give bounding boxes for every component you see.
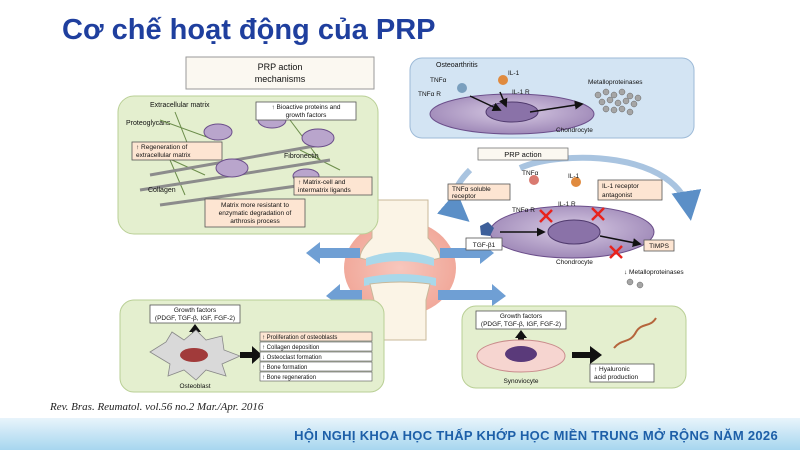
ecm-proteoglycans: Proteoglycans <box>126 120 171 127</box>
prp-il1-r: IL-1 R <box>558 201 576 208</box>
oa-il1: IL-1 <box>508 70 520 77</box>
oa-metallo: Metalloproteinases <box>588 79 643 86</box>
osteoblast-panel: Growth factors (PDGF, TGF-β, IGF, FGF-2)… <box>119 299 385 393</box>
prp-tnfa-molecule <box>529 175 539 185</box>
prp-chondrocyte: Chondrocyte <box>556 259 593 266</box>
oa-tnfa-molecule <box>457 83 467 93</box>
arrow-to-ecm <box>306 242 360 264</box>
prp-soluble-line1: TNFα soluble <box>452 186 491 193</box>
prp-soluble-line2: receptor <box>452 193 477 200</box>
prp-il1: IL-1 <box>568 173 580 180</box>
prp-action-section: PRP action TNFα IL-1 TNFα soluble recept… <box>447 147 684 289</box>
prp-tnfa-r: TNFα R <box>512 207 535 214</box>
ecm-ligands-line1: ↑ Matrix-cell and <box>298 179 346 186</box>
synoviocyte-nucleus <box>505 346 537 362</box>
prp-tgf: TGF-β1 <box>473 242 496 249</box>
center-title-box: PRP action mechanisms <box>185 56 375 90</box>
prp-action-title: PRP action <box>504 150 541 159</box>
tgf-molecule <box>480 222 494 236</box>
cartilage-top <box>366 252 434 266</box>
footer-text: HỘI NGHỊ KHOA HỌC THẤP KHỚP HỌC MIỀN TRU… <box>294 428 778 443</box>
prp-antagonist-line2: antagonist <box>602 192 632 199</box>
oa-tnfa-r: TNFα R <box>418 91 441 98</box>
osteoblast-effects-list: ↑ Proliferation of osteoblasts ↑ Collage… <box>259 331 373 382</box>
ecm-resistant-line2: enzymatic degradation of <box>219 210 292 217</box>
osteoblast-label: Osteoblast <box>179 383 210 390</box>
prp-nucleus <box>547 219 601 245</box>
center-title-line2: mechanisms <box>255 74 306 84</box>
osteoarthritis-panel: Osteoarthritis IL-1 TNFα TNFα R IL-1 R M… <box>409 57 695 139</box>
ecm-regen-line1: ↑ Regeneration of <box>136 144 188 151</box>
oa-tnfa: TNFα <box>430 77 447 84</box>
osteoblast-gf-line1: Growth factors <box>174 307 217 314</box>
osteoblast-gf-line2: (PDGF, TGF-β, IGF, FGF-2) <box>155 315 235 322</box>
curved-arrow-right <box>518 154 702 221</box>
osteoblast-effect-2: ↑ Collagen deposition <box>262 345 319 351</box>
ecm-bioactive-line1: ↑ Bioactive proteins and <box>271 104 340 111</box>
ecm-panel: Extracellular matrix Proteoglycans ↑ Bio… <box>117 95 379 235</box>
citation: Rev. Bras. Reumatol. vol.56 no.2 Mar./Ap… <box>50 401 264 413</box>
synoviocyte-label: Synoviocyte <box>503 378 538 385</box>
osteoblast-effect-4: ↑ Bone formation <box>262 365 307 371</box>
osteoblast-nucleus <box>180 348 208 362</box>
inhibition-x-marks <box>539 207 623 259</box>
synoviocyte-hyaluronic-line1: ↑ Hyaluronic <box>594 366 631 373</box>
osteoblast-effect-3: ↓ Osteoclast formation <box>262 355 322 361</box>
ecm-collagen: Collagen <box>148 187 176 194</box>
ecm-resistant-line1: Matrix more resistant to <box>221 202 289 209</box>
oa-metalloproteinase-particles <box>594 88 642 116</box>
arrow-to-synoviocyte <box>438 284 506 306</box>
prp-timps: TIMPS <box>649 243 670 250</box>
prp-metalloproteinase-particles <box>626 278 644 289</box>
oa-il1-molecule <box>498 75 508 85</box>
synoviocyte-gf-line1: Growth factors <box>500 313 543 320</box>
prp-metallo-down: ↓ Metalloproteinases <box>624 269 684 276</box>
osteoblast-effect-5: ↑ Bone regeneration <box>262 375 316 381</box>
footer-bar: HỘI NGHỊ KHOA HỌC THẤP KHỚP HỌC MIỀN TRU… <box>0 418 800 450</box>
prp-tnfa: TNFα <box>522 170 539 177</box>
synoviocyte-hyaluronic-line2: acid production <box>594 374 638 381</box>
synoviocyte-gf-line2: (PDGF, TGF-β, IGF, FGF-2) <box>481 321 561 328</box>
ecm-resistant-line3: arthrosis process <box>230 218 280 225</box>
oa-chondrocyte: Chondrocyte <box>556 127 593 134</box>
prp-il1-molecule <box>571 177 581 187</box>
ecm-title: Extracellular matrix <box>150 102 210 109</box>
synoviocyte-panel: Growth factors (PDGF, TGF-β, IGF, FGF-2)… <box>461 305 687 389</box>
hyaluronic-acid-strand <box>613 317 657 349</box>
ecm-bioactive-line2: growth factors <box>286 112 328 119</box>
center-title-line1: PRP action <box>258 62 303 72</box>
ecm-regen-line2: extracellular matrix <box>136 152 191 159</box>
tibia-bone <box>369 281 431 341</box>
knee-joint-illustration <box>344 199 456 341</box>
ecm-ligands-line2: intermatrix ligands <box>298 187 351 194</box>
osteoblast-effect-1: ↑ Proliferation of osteoblasts <box>262 335 337 341</box>
ecm-fibronectin: Fibronectin <box>284 153 319 160</box>
oa-title: Osteoarthritis <box>436 62 478 69</box>
prp-antagonist-line1: IL-1 receptor <box>602 183 640 190</box>
slide-title: Cơ chế hoạt động của PRP <box>62 14 436 46</box>
oa-il1-r: IL-1 R <box>512 89 530 96</box>
